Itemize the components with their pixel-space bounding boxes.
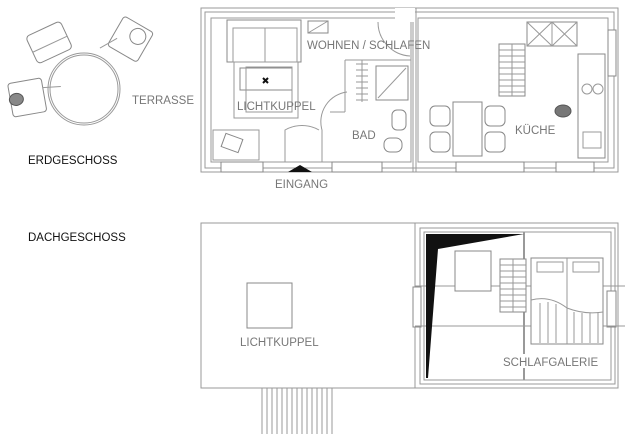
- bath-label: BAD: [352, 130, 376, 142]
- skylight-upper: [246, 282, 293, 329]
- upper-floor-label: DACHGESCHOSS: [28, 232, 126, 244]
- wardrobe-hangers: [356, 60, 368, 102]
- desk: [212, 129, 260, 161]
- kitchen-furniture: [429, 21, 606, 159]
- exterior-stairs: [261, 388, 333, 434]
- living-label: WOHNEN / SCHLAFEN: [307, 40, 430, 52]
- sink: [391, 109, 407, 131]
- skylight-label-ground: LICHTKUPPEL: [237, 101, 316, 113]
- entrance-arrow-icon: [288, 165, 312, 172]
- ground-floor-walls: [200, 7, 619, 173]
- kitchen-label: KÜCHE: [515, 125, 556, 137]
- chair-with-person: [99, 16, 154, 62]
- dining-table: [452, 101, 483, 157]
- bed: [233, 61, 299, 119]
- toilet: [383, 137, 403, 153]
- terrace-furniture: [7, 16, 154, 126]
- living-furniture: [212, 19, 368, 161]
- sofa: [226, 19, 302, 63]
- skylight-label-upper: LICHTKUPPEL: [240, 337, 319, 349]
- entrance-label: EINGANG: [275, 179, 328, 191]
- ground-floor-label: ERDGESCHOSS: [28, 155, 118, 167]
- roof-slope-section: [426, 234, 524, 378]
- bath-fixtures: [375, 65, 409, 153]
- gallery-label: SCHLAFGALERIE: [503, 357, 599, 369]
- chair-with-person: [7, 77, 61, 118]
- round-table: [47, 52, 121, 126]
- lounge-chair: [26, 21, 72, 64]
- terrace-label: TERRASSE: [132, 95, 194, 107]
- upper-floor-walls: [200, 222, 625, 434]
